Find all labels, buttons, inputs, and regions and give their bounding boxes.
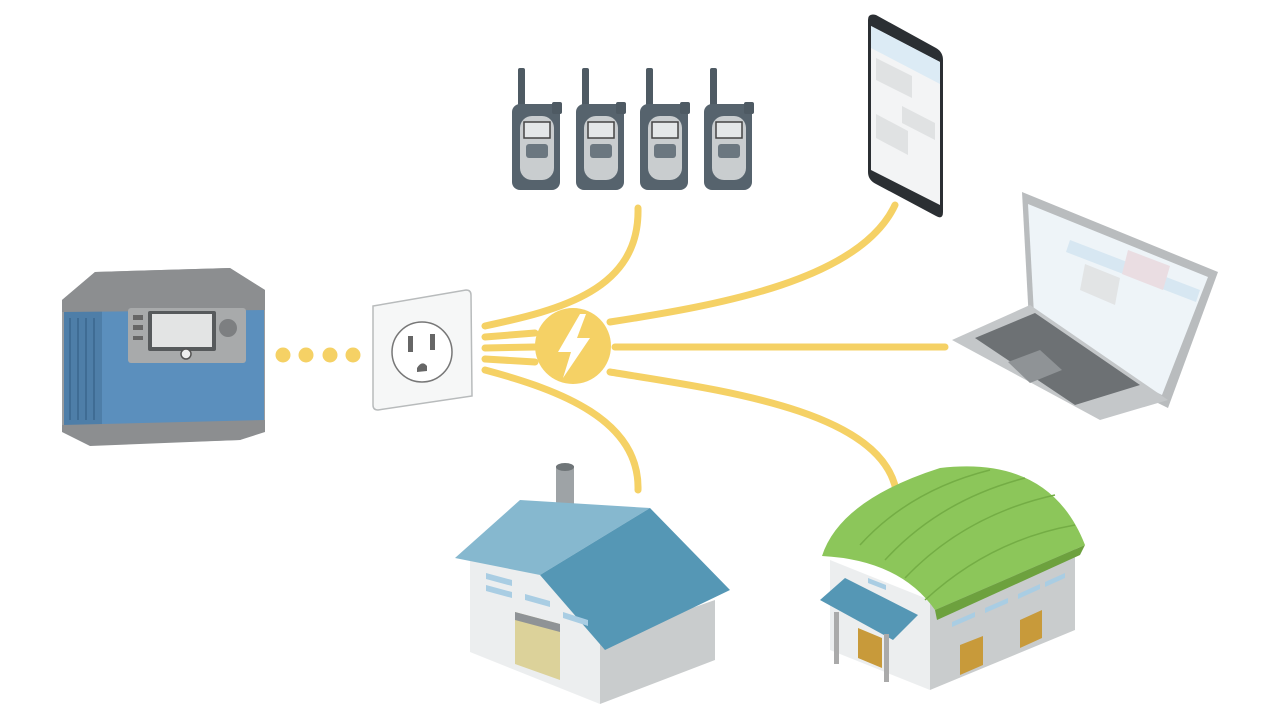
laptop-icon [952, 192, 1218, 420]
greenhouse-warehouse-icon [820, 466, 1085, 690]
smartphone-icon [868, 14, 943, 218]
power-lines [481, 201, 949, 494]
walkie-talkie-icon [640, 68, 690, 190]
line-to-smartphone [606, 201, 899, 326]
line-to-walkie-talkies [481, 204, 642, 330]
walkie-talkie-icon [512, 68, 562, 190]
walkie-talkie-icon [576, 68, 626, 190]
lightning-bolt-icon [535, 308, 611, 384]
connection-dots [275, 347, 361, 363]
factory-building-icon [455, 463, 730, 704]
outlet-line-4 [481, 355, 539, 366]
line-to-warehouse [606, 368, 900, 494]
walkie-talkie-icon [704, 68, 754, 190]
portable-power-station-icon [62, 268, 265, 446]
wall-outlet-icon [372, 289, 473, 411]
outlet-line-2 [481, 329, 539, 341]
walkie-talkies [512, 68, 754, 190]
outlet-line-3 [481, 343, 539, 352]
line-to-factory [481, 366, 642, 494]
